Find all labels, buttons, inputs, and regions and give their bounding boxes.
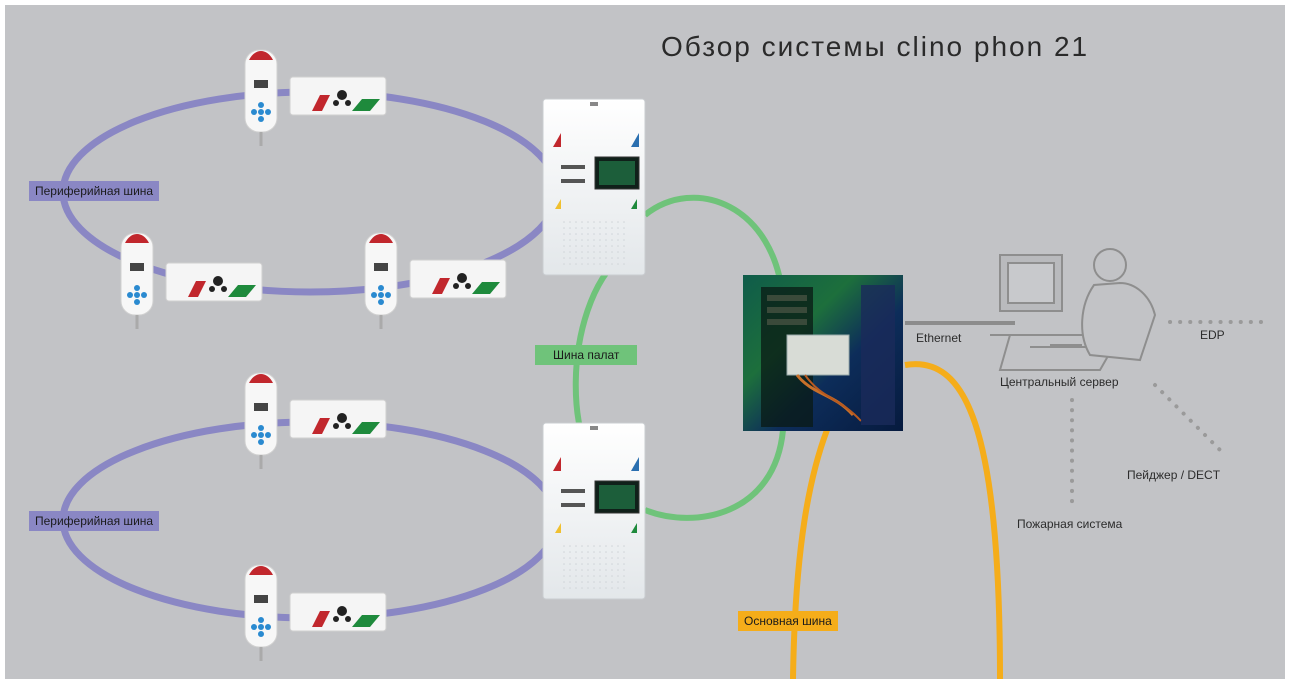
pager-dect-label: Пейджер / DECT — [1127, 468, 1221, 482]
bedside-module-icon — [289, 76, 387, 116]
ethernet-label: Ethernet — [916, 331, 962, 345]
bedside-module-icon — [289, 399, 387, 439]
handset-icon — [244, 49, 278, 146]
edp-label: EDP — [1200, 328, 1225, 342]
bedside-module-icon — [409, 259, 507, 299]
main-bus-label: Основная шина — [738, 611, 838, 631]
main-bus-line-right — [904, 361, 1003, 679]
diagram-canvas: Обзор системы clino phon 21 Периферийная… — [5, 5, 1285, 679]
operator-workstation-icon — [990, 248, 1157, 371]
handset-icon — [244, 564, 278, 661]
fire-system-label: Пожарная система — [1017, 517, 1123, 531]
peripheral-bus-label-bottom: Периферийная шина — [29, 511, 160, 531]
handset-icon — [244, 372, 278, 469]
central-server-label: Центральный сервер — [1000, 375, 1119, 389]
dotted-connections — [1070, 320, 1265, 512]
handset-icon — [120, 232, 154, 329]
peripheral-bus-label-top: Периферийная шина — [29, 181, 160, 201]
bedside-module-icon — [289, 592, 387, 632]
bedside-module-icon — [165, 262, 263, 302]
handset-icon — [364, 232, 398, 329]
room-controller-icon — [542, 422, 646, 600]
main-bus-line-left — [790, 428, 830, 679]
ward-bus-label: Шина палат — [535, 345, 638, 365]
diagram-graphics — [59, 49, 1265, 679]
room-controller-icon — [542, 98, 646, 276]
server-rack-icon — [743, 275, 903, 431]
diagram-title: Обзор системы clino phon 21 — [661, 31, 1090, 62]
